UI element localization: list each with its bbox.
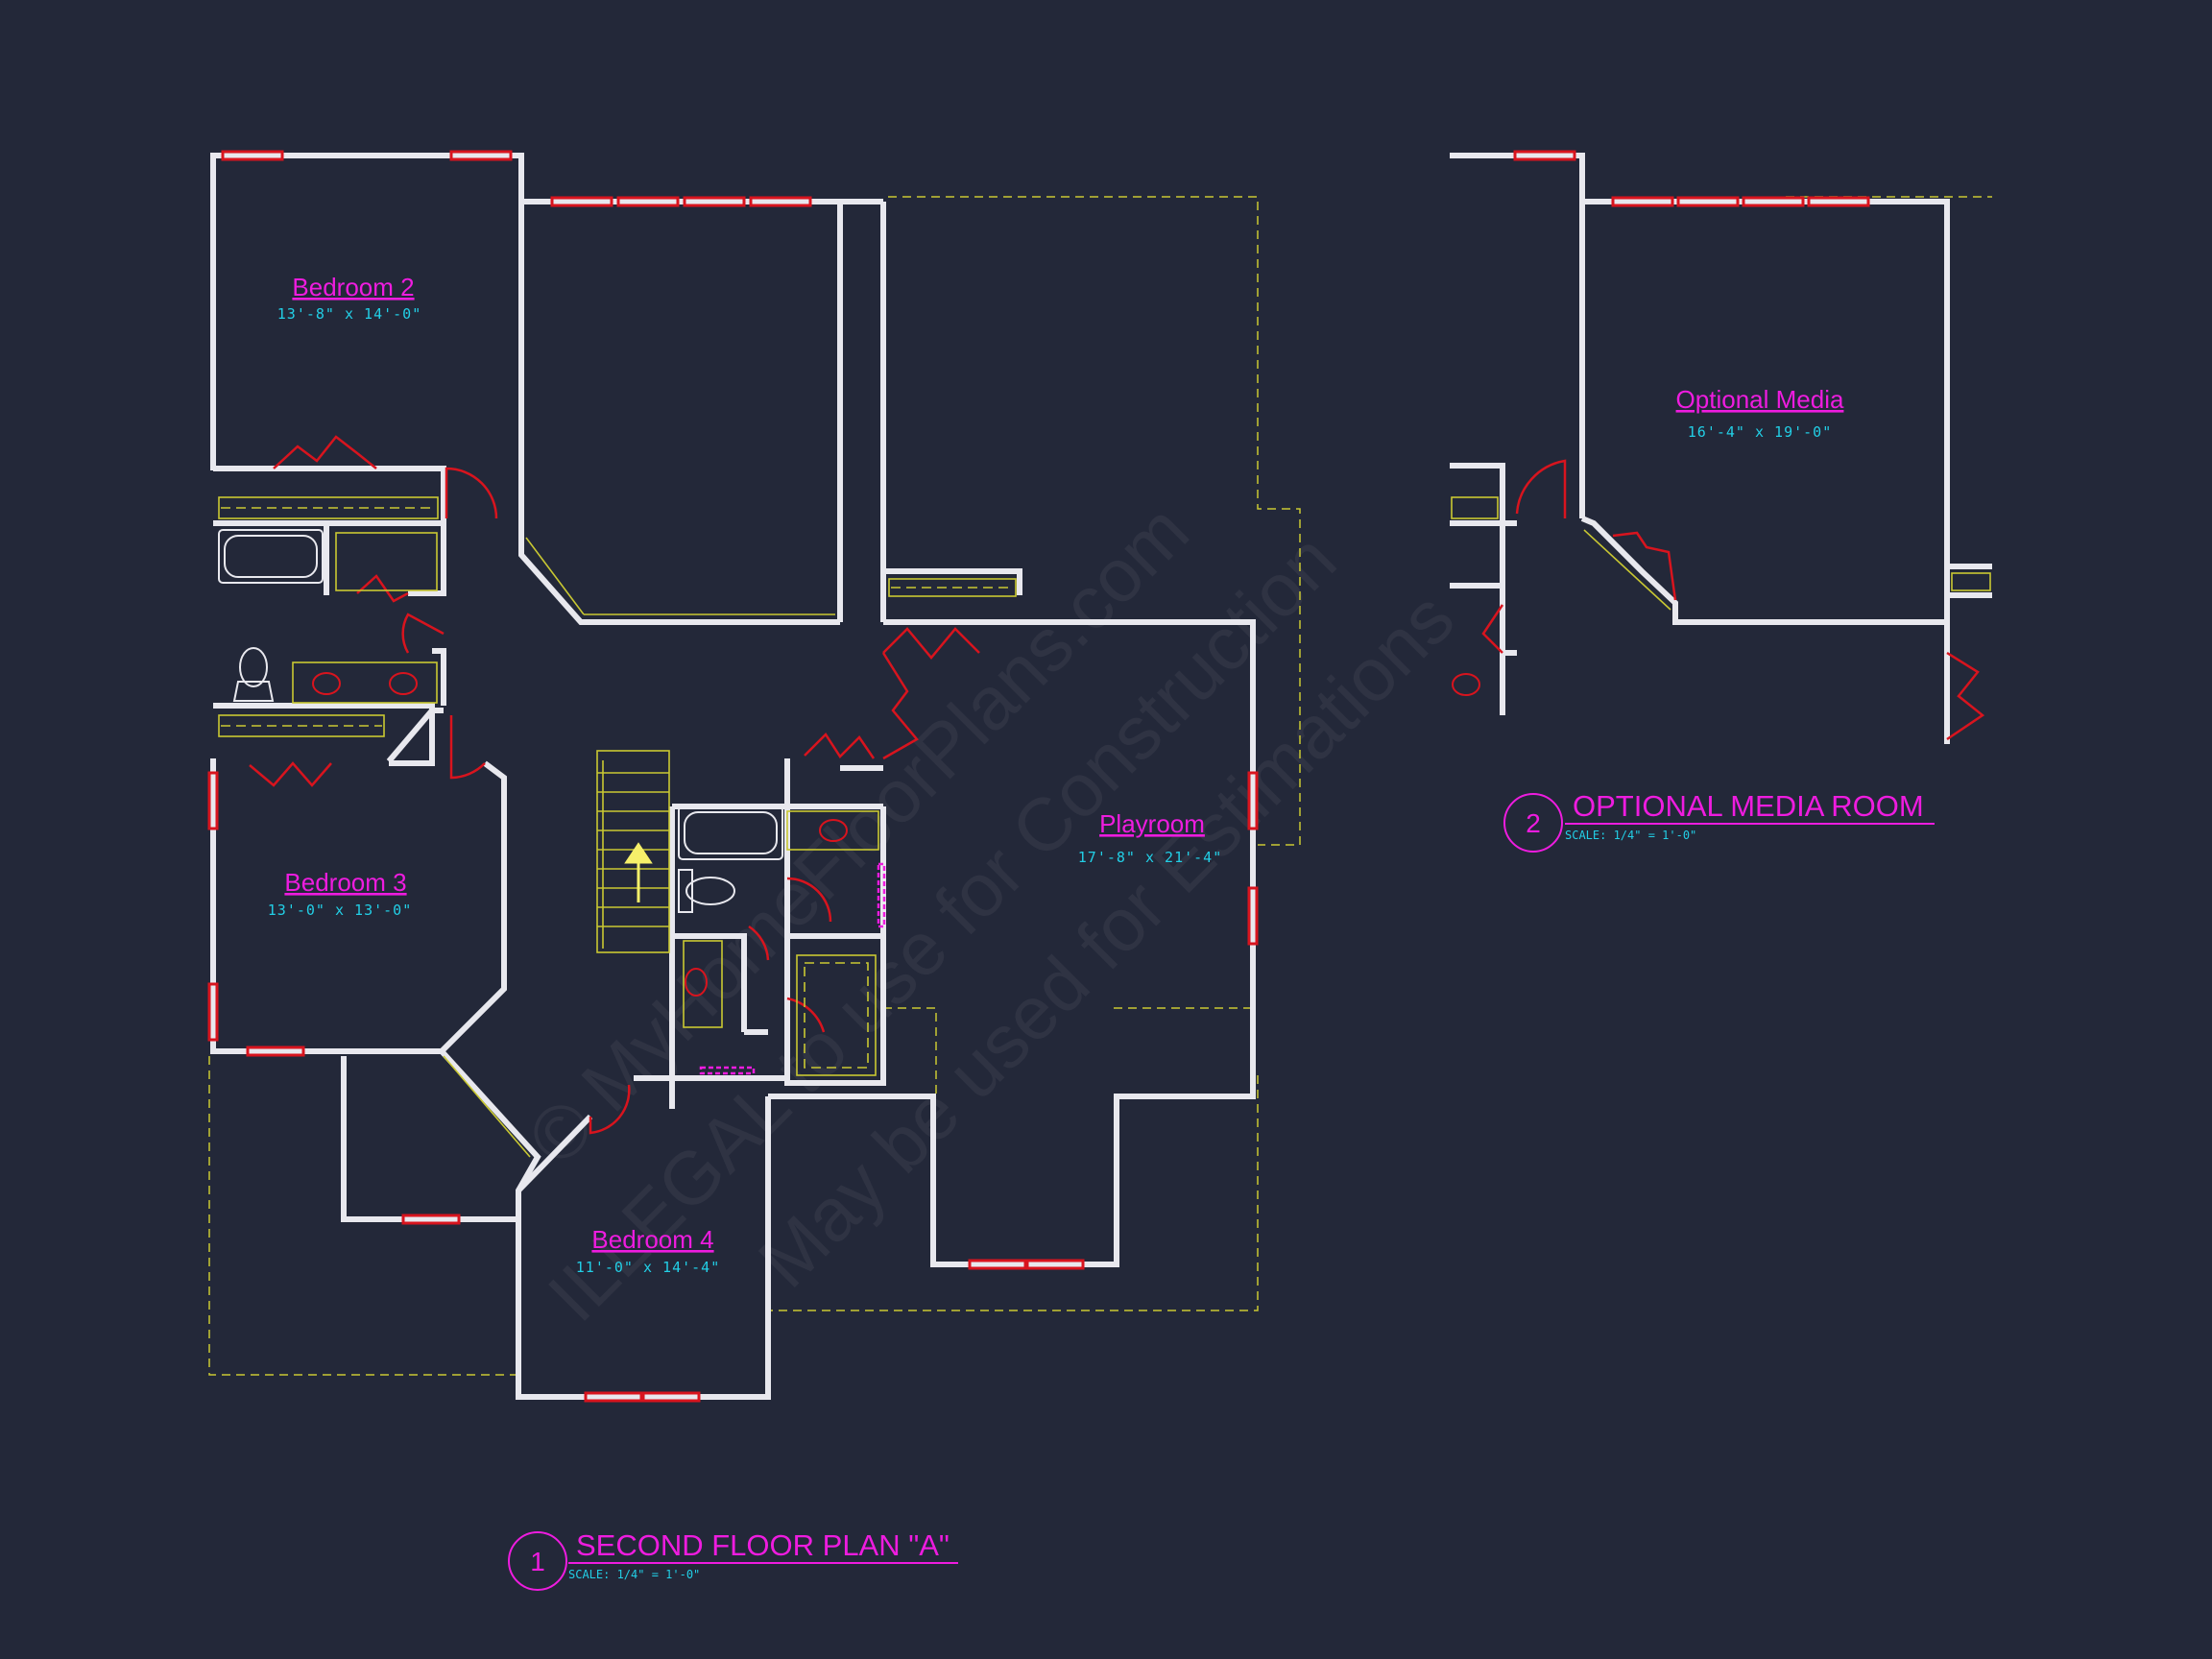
room-name-bedroom-3: Bedroom 3 <box>284 868 406 897</box>
plan-title: OPTIONAL MEDIA ROOM <box>1573 789 1924 823</box>
plan-title: SECOND FLOOR PLAN "A" <box>576 1528 950 1562</box>
plan-title-2: 2 OPTIONAL MEDIA ROOM SCALE: 1/4" = 1'-0… <box>1503 789 1935 853</box>
plan-number: 2 <box>1526 808 1541 838</box>
room-dims-playroom: 17'-8" x 21'-4" <box>1078 849 1222 866</box>
plan-scale: SCALE: 1/4" = 1'-0" <box>568 1568 700 1581</box>
exterior-walls <box>210 153 1256 1400</box>
media-walls <box>1450 153 1992 744</box>
room-name-playroom: Playroom <box>1099 809 1205 838</box>
room-name-bedroom-2: Bedroom 2 <box>292 273 414 301</box>
room-name-optional-media: Optional Media <box>1676 385 1844 414</box>
sinks <box>312 672 1480 997</box>
plan-title-1: 1 SECOND FLOOR PLAN "A" SCALE: 1/4" = 1'… <box>508 1528 958 1591</box>
fixtures <box>218 496 1017 1158</box>
room-dims-bedroom-3: 13'-0" x 13'-0" <box>268 902 412 919</box>
media-fixtures <box>1451 496 1991 611</box>
bath-fixtures <box>218 529 783 913</box>
plan-number: 1 <box>530 1547 545 1576</box>
stair-arrow <box>624 842 653 902</box>
room-dims-optional-media: 16'-4" x 19'-0" <box>1688 423 1832 441</box>
plan-number-circle <box>508 1531 567 1591</box>
media-windows <box>1513 150 1870 207</box>
watermark-line-3: May be used for Estimations <box>742 575 1470 1303</box>
plan-number-circle <box>1503 793 1563 853</box>
room-name-bedroom-4: Bedroom 4 <box>591 1225 713 1254</box>
windows <box>207 150 1259 1403</box>
plan-scale: SCALE: 1/4" = 1'-0" <box>1565 829 1696 842</box>
media-doors <box>1481 459 1985 741</box>
room-labels: Bedroom 2 13'-8" x 14'-0" Bedroom 3 13'-… <box>268 273 1844 1276</box>
doors <box>249 435 980 1135</box>
room-dims-bedroom-2: 13'-8" x 14'-0" <box>277 305 421 323</box>
room-dims-bedroom-4: 11'-0" x 14'-4" <box>576 1259 720 1276</box>
